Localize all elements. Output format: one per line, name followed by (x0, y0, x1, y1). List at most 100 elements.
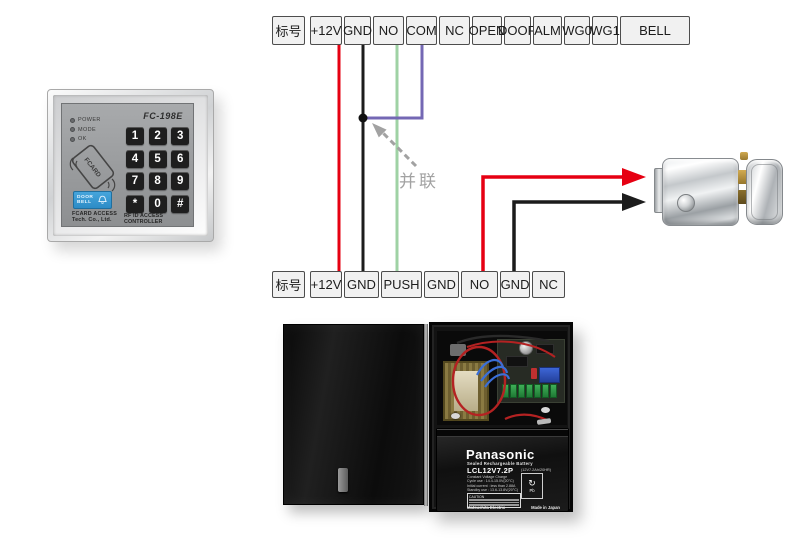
internal-wiring (451, 334, 556, 422)
transformer (443, 361, 489, 421)
key-hash: # (171, 194, 190, 213)
indicator-mode: MODE (70, 127, 101, 133)
terminal-door: DOOR (498, 16, 537, 45)
battery-top-lip (437, 429, 568, 437)
terminal-push: PUSH (381, 271, 422, 298)
keypad-indicators: POWER MODE OK (70, 117, 101, 146)
wing-screw (451, 413, 460, 419)
radio-wave-icon (69, 157, 78, 171)
terminal-no: NO (461, 271, 498, 298)
terminal-nc: NC (439, 16, 470, 45)
keypad-panel: FC-198E POWER MODE OK FCARD 1 2 3 4 5 (61, 103, 194, 227)
power-supply-box: Panasonic Sealed Rechargeable Battery LC… (283, 322, 573, 512)
key-4: 4 (126, 149, 144, 168)
terminal-row-label: 标号 (272, 271, 305, 298)
bell-icon (98, 195, 107, 204)
battery-origin: Made in Japan (531, 505, 560, 510)
caution-text-lines (469, 501, 519, 504)
lock-body (662, 158, 739, 226)
terminal-bell: BELL (620, 16, 690, 45)
battery-brand: Panasonic (466, 447, 535, 462)
key-8: 8 (148, 172, 167, 191)
terminal-gnd3: GND (500, 271, 530, 298)
battery-model: LCL12V7.2P (467, 466, 514, 475)
lock-strike-plate (746, 159, 783, 225)
terminal-open: OPEN (469, 16, 505, 45)
keypad-keys: 1 2 3 4 5 6 7 8 9 * 0 # (126, 127, 190, 213)
led-dot-icon (70, 136, 75, 142)
lock-negative-arrowhead-icon (622, 193, 646, 211)
keypad-subtitle: RF ID ACCESS CONTROLLER (124, 213, 164, 225)
svg-text:FCARD: FCARD (82, 156, 102, 178)
terminal-12v: +12V (310, 16, 342, 45)
led-dot-icon (70, 117, 75, 123)
lock-negative-wire (512, 200, 622, 272)
keypad-model-label: FC-198E (143, 111, 183, 121)
terminal-gnd: GND (343, 16, 372, 45)
key-1: 1 (126, 127, 144, 145)
parallel-annotation: 并联 (399, 172, 439, 191)
rfid-card-icon: FCARD (69, 144, 116, 192)
caution-text-lines (469, 499, 519, 501)
key-5: 5 (148, 149, 167, 168)
terminal-no: NO (373, 16, 404, 45)
battery-maker: Matsushita Electric (467, 505, 506, 510)
terminal-gnd: GND (344, 271, 379, 298)
battery-caution-box: CAUTION (467, 493, 521, 508)
indicator-power: POWER (70, 117, 101, 123)
wire-com-parallel (366, 44, 424, 120)
controller-terminal-strip: 标号 +12V GND NO COM NC OPEN DOOR ALM WG0 … (272, 16, 690, 45)
lock-positive-arrowhead-icon (622, 168, 646, 186)
terminal-wg0: WG0 (562, 16, 592, 45)
battery-type: Sealed Rechargeable Battery (467, 461, 533, 466)
psu-terminal-strip: 标号 +12V GND PUSH GND NO GND NC (272, 271, 565, 298)
indicator-ok: OK (70, 136, 101, 142)
led-dot-icon (70, 127, 75, 132)
key-6: 6 (171, 149, 190, 168)
terminal-alm: ALM (533, 16, 562, 45)
battery-rating: (12V7.2Ah/20HR) (521, 468, 551, 472)
access-keypad-device: FC-198E POWER MODE OK FCARD 1 2 3 4 5 (47, 89, 214, 242)
electric-lock (654, 150, 784, 232)
recycle-icon: ↻ (528, 478, 536, 488)
small-capacitor (531, 368, 537, 379)
battery-footer: Matsushita Electric Made in Japan (467, 505, 560, 510)
strike-plate-outline (751, 164, 778, 220)
psu-door-handle (338, 468, 348, 492)
parallel-arrow-line (381, 131, 418, 168)
key-0: 0 (148, 194, 167, 213)
lock-latch-lower (738, 190, 747, 204)
ic-chip (506, 356, 528, 367)
terminal-nc: NC (532, 271, 565, 298)
key-star: * (126, 194, 144, 213)
doorbell-button: DOOR BELL (73, 191, 112, 209)
ic-chip (536, 344, 554, 354)
psu-interior (437, 331, 567, 425)
terminal-row-label: 标号 (272, 16, 305, 45)
psu-cabinet: Panasonic Sealed Rechargeable Battery LC… (429, 322, 573, 512)
doorbell-label-line1: DOOR (77, 194, 94, 200)
caution-text-lines (469, 504, 519, 506)
wing-screw (541, 407, 550, 413)
key-3: 3 (171, 127, 190, 145)
terminal-wg1: WG1 (590, 16, 620, 45)
terminal-block-row (502, 384, 557, 398)
keypad-brand-text: FCARD ACCESS Tech. Co., Ltd. (72, 211, 118, 224)
lock-latch (738, 170, 748, 184)
terminal-gnd2: GND (424, 271, 459, 298)
lock-pin (740, 152, 748, 160)
backup-battery: Panasonic Sealed Rechargeable Battery LC… (436, 428, 569, 512)
key-9: 9 (171, 172, 190, 191)
terminal-com: COM (406, 16, 437, 45)
lock-positive-wire (481, 175, 622, 272)
psu-hinge (424, 324, 428, 506)
terminal-12v: +12V (310, 271, 342, 298)
relay (539, 367, 560, 383)
key-7: 7 (126, 172, 144, 191)
psu-door (283, 324, 424, 505)
radio-wave-icon (107, 178, 116, 192)
battery-specs: Constant Voltage Charge Cycle use : 14.4… (467, 475, 518, 493)
mounting-bracket (450, 344, 466, 356)
parallel-arrowhead-icon (372, 123, 387, 138)
